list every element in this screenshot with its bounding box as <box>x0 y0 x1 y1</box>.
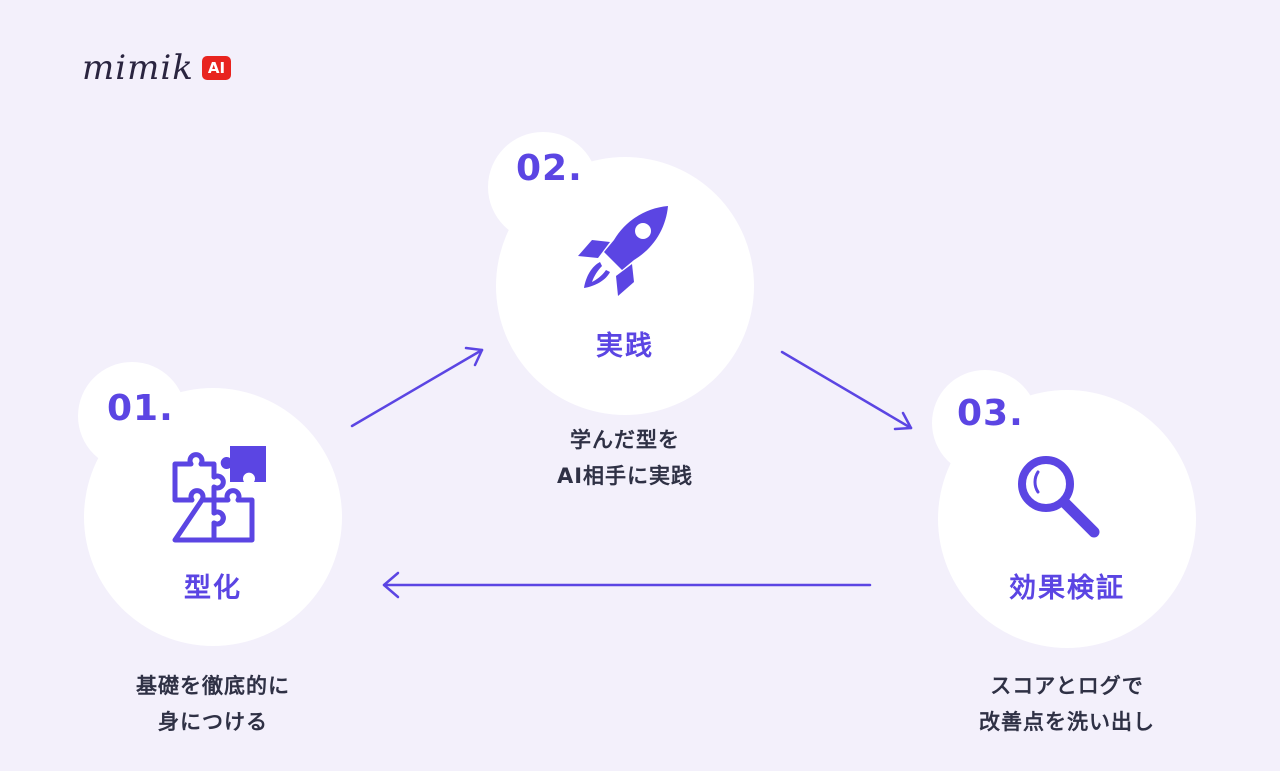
magnifier-icon <box>1016 454 1102 544</box>
logo-wordmark: mimik <box>82 48 194 88</box>
step-2-description-line-1: 学んだ型を <box>570 428 680 452</box>
step-1-number: 01. <box>107 388 174 429</box>
step-2-title: 実践 <box>596 331 654 362</box>
step-3-description-line-2: 改善点を洗い出し <box>979 710 1155 734</box>
step-1-description-line-2: 身につける <box>158 710 268 734</box>
step-1-description-line-1: 基礎を徹底的に <box>136 674 290 698</box>
logo-ai-badge: AI <box>201 56 232 80</box>
step-3-circle <box>938 390 1196 648</box>
step-3-number: 03. <box>957 393 1024 434</box>
step-2-description-line-2: AI相手に実践 <box>556 464 694 488</box>
puzzle-icon <box>172 444 268 548</box>
logo: mimik AI <box>82 48 232 88</box>
rocket-icon <box>574 204 674 304</box>
arrow-step1-to-step2 <box>350 346 484 428</box>
step-3-description-line-1: スコアとログで <box>990 674 1144 698</box>
step-1-circle <box>84 388 342 646</box>
arrow-step3-to-step1 <box>382 571 872 599</box>
step-2-number: 02. <box>516 148 583 189</box>
step-1-description: 基礎を徹底的に 身につける <box>63 668 363 740</box>
step-2-description: 学んだ型を AI相手に実践 <box>475 422 775 494</box>
step-3-description: スコアとログで 改善点を洗い出し <box>917 668 1217 740</box>
arrow-step2-to-step3 <box>780 350 913 431</box>
step-1-title: 型化 <box>184 573 242 604</box>
step-3-title: 効果検証 <box>1009 573 1125 604</box>
